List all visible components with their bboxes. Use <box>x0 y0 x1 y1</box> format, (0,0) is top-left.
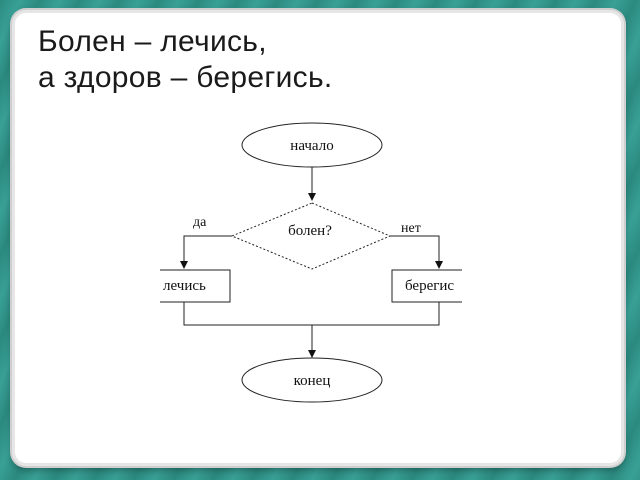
process-box-left <box>160 269 231 303</box>
title-line-1: Болен – лечись, <box>38 25 267 58</box>
left-process-label: лечись <box>163 278 206 294</box>
start-label: начало <box>290 138 333 154</box>
right-process-label: берегис <box>405 278 454 294</box>
yes-label: да <box>193 215 207 230</box>
process-box-right <box>391 269 462 303</box>
connector-no <box>390 235 443 269</box>
connector-yes <box>180 235 232 269</box>
slide-title: Болен – лечись, а здоров – берегись. <box>38 24 598 96</box>
decision-label: болен? <box>288 223 332 239</box>
connector-merge <box>183 302 440 326</box>
no-label: нет <box>401 221 421 236</box>
end-label: конец <box>294 373 331 389</box>
decision-diamond <box>230 202 392 270</box>
title-line-2: а здоров – берегись. <box>38 61 333 94</box>
end-terminal <box>241 357 383 403</box>
